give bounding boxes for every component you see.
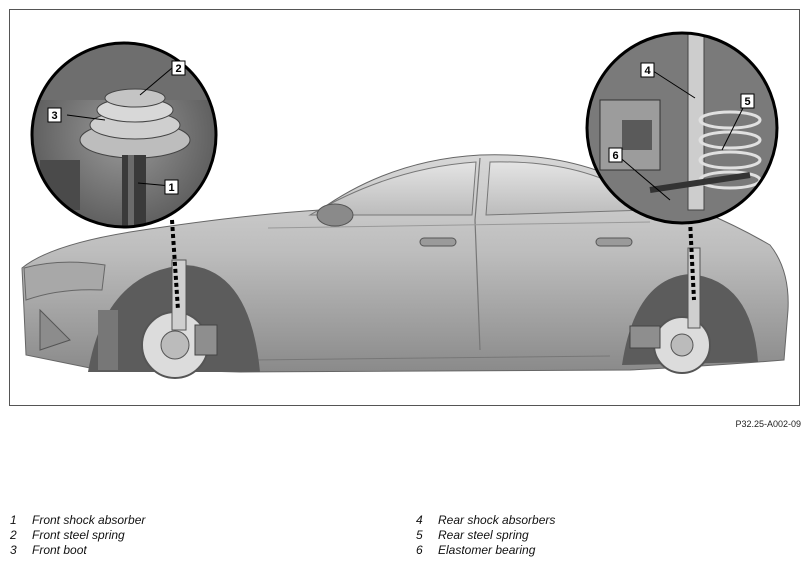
legend-item: 3 Front boot (10, 543, 145, 558)
rear-connector (688, 219, 696, 301)
legend-number: 4 (416, 513, 423, 527)
legend-item: 5 Rear steel spring (416, 528, 555, 543)
callout-4: 4 (640, 62, 655, 78)
car-suspension-illustration: 1 2 3 4 5 6 (21, 31, 789, 379)
figure-code: P32.25-A002-09 (735, 419, 801, 429)
legend-number: 5 (416, 528, 423, 542)
front-detail-zoom (30, 41, 218, 229)
legend-number: 3 (10, 543, 17, 557)
legend-label: Rear shock absorbers (438, 513, 556, 527)
front-wheel-assembly (88, 259, 260, 379)
callout-1: 1 (164, 179, 179, 195)
front-connector (170, 219, 180, 311)
svg-text:5: 5 (744, 96, 750, 108)
legend-item: 2 Front steel spring (10, 528, 145, 543)
figure-frame: 1 2 3 4 5 6 (9, 9, 800, 406)
svg-text:3: 3 (51, 110, 57, 122)
svg-text:4: 4 (644, 65, 651, 77)
legend-number: 2 (10, 528, 17, 542)
callout-3: 3 (47, 107, 62, 123)
svg-text:1: 1 (168, 182, 174, 194)
callout-6: 6 (608, 147, 623, 163)
legend-label: Front boot (32, 543, 87, 557)
legend-label: Elastomer bearing (438, 543, 536, 557)
legend-right: 4 Rear shock absorbers 5 Rear steel spri… (416, 513, 555, 558)
callout-5: 5 (740, 93, 755, 109)
legend-item: 1 Front shock absorber (10, 513, 145, 528)
callout-leaders (66, 67, 748, 201)
svg-text:2: 2 (175, 63, 181, 75)
legend-number: 6 (416, 543, 423, 557)
legend-label: Rear steel spring (438, 528, 529, 542)
callout-2: 2 (171, 60, 186, 76)
legend-left: 1 Front shock absorber 2 Front steel spr… (10, 513, 145, 558)
legend-item: 4 Rear shock absorbers (416, 513, 555, 528)
svg-text:6: 6 (612, 150, 618, 162)
legend-label: Front shock absorber (32, 513, 146, 527)
rear-detail-zoom (585, 31, 779, 225)
legend-item: 6 Elastomer bearing (416, 543, 555, 558)
rear-wheel-assembly (622, 247, 758, 374)
legend-number: 1 (10, 513, 17, 527)
legend-label: Front steel spring (32, 528, 125, 542)
